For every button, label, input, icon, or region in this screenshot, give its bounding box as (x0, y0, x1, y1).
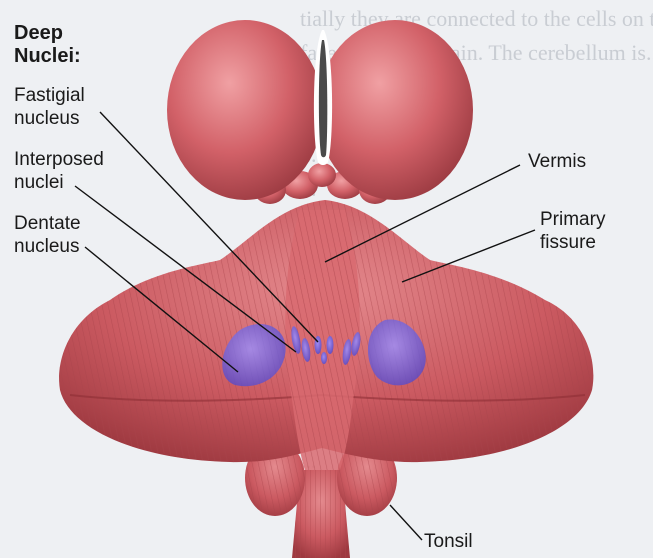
left-hemisphere (167, 20, 323, 200)
primary-fissure-label: Primary fissure (540, 208, 605, 254)
dentate-nucleus-label: Dentate nucleus (14, 212, 81, 258)
deep-nuclei-heading: Deep Nuclei: (14, 22, 81, 68)
vermis-label: Vermis (528, 150, 586, 173)
tonsil-label: Tonsil (424, 530, 473, 553)
fastigial-nucleus-label: Fastigial nucleus (14, 84, 85, 130)
right-hemisphere (317, 20, 473, 200)
interposed-nuclei-label: Interposed nuclei (14, 148, 104, 194)
